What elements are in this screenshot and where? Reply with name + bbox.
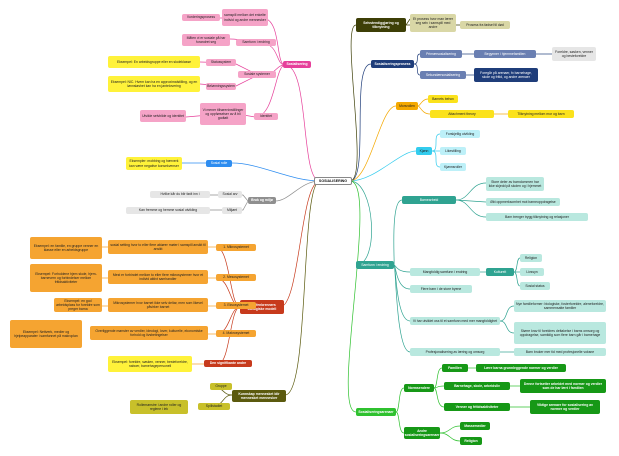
node-barnearbeid[interactable]: Barnearbeid	[402, 196, 456, 204]
node-spillstadiet-text[interactable]: Rollemønstre i andre roller og reglene i…	[130, 400, 188, 414]
node-forskjellig-utvikling[interactable]: Forskjellig utvikling	[440, 130, 480, 138]
node-sosialiseringsprosess[interactable]: Sosialiseringsprosess	[371, 60, 414, 68]
node-sosial-rolle[interactable]: Sosial rolle	[206, 160, 232, 167]
node-mangfoldighet[interactable]: Vi har utviklet oss til et samfunn med m…	[410, 317, 500, 325]
node-utvikle-selvbilde[interactable]: Utvikle selvbilde og identitet	[140, 110, 186, 122]
node-profesjonalisering-a[interactable]: Barn bruker mer tid med profesjonelle vo…	[514, 348, 606, 356]
node-venner[interactable]: Venner og fritidsaktiviteter	[444, 403, 510, 411]
node-miljoet[interactable]: Miljøet	[222, 207, 242, 214]
node-mikrosystemet[interactable]: 1. Mikrosystemet	[216, 244, 256, 251]
node-storre-krav[interactable]: Større krav til foreldres deltakelse i b…	[514, 322, 606, 344]
node-samspill[interactable]: samspill mellom det enkelte individ og a…	[222, 9, 268, 26]
node-signifikante-eksempel[interactable]: Eksempel: foreldre, søsken, venner, best…	[108, 356, 192, 372]
node-miljoet-text[interactable]: Kan fremme og hemme sosial utvikling	[126, 207, 210, 214]
node-barnearbeid-b[interactable]: Økt oppmerksomhet mot barneoppdragelse	[486, 198, 560, 206]
node-selvst-a[interactable]: Et prosess hvor man lærer seg selv i sam…	[410, 14, 456, 32]
node-eksosystemet-text[interactable]: Mikrosystemer hvor barnet ikke selv delt…	[108, 298, 208, 312]
node-status-eksempel[interactable]: Eksempel: En arbeidsgruppe eller en skol…	[108, 56, 200, 68]
node-vurderingsprosess[interactable]: Vurderingsprosess	[182, 14, 220, 21]
node-barnehage[interactable]: Barnehage, skole, arbeidsliv	[444, 382, 510, 390]
node-tilknytning[interactable]: Tilknytning mellom mor og barn	[508, 110, 574, 118]
node-mesosystemet-eksempel[interactable]: Eksempel: Forholdene hjem skole, hjem-ba…	[30, 264, 102, 292]
node-signifikante-andre[interactable]: Den signifikante andre	[204, 360, 252, 367]
node-sosial-arv-text[interactable]: Hvilke kår du blir født inn i	[150, 191, 210, 198]
node-eksosystemet[interactable]: 3. Eksosystemet	[216, 302, 256, 309]
node-bruk-og-miljo[interactable]: Bruk og miljø	[248, 197, 276, 204]
node-sekundaer-text[interactable]: Foregår på arenaer, fx barnehage, skole …	[474, 68, 538, 82]
node-mikrosystemet-text[interactable]: sosial setting hvor to eller flere aktør…	[108, 240, 208, 254]
node-sosial-status[interactable]: Sosial status	[520, 282, 550, 290]
node-livssyn[interactable]: Livssyn	[520, 268, 544, 276]
node-religion-arena[interactable]: Religion	[460, 437, 482, 445]
node-sosial-arv[interactable]: Sosial arv	[218, 191, 242, 198]
node-likestilling[interactable]: Likestilling	[440, 147, 466, 155]
node-kjonn[interactable]: Kjønn	[416, 147, 432, 155]
node-mesosystemet-text[interactable]: Mest er forbindet mellom to eller flere …	[108, 270, 208, 284]
root-topic[interactable]: SOSIALISERING	[314, 177, 352, 185]
node-normsendere[interactable]: Normsendere	[404, 384, 434, 392]
node-eksosystemet-eksempel[interactable]: Eksempel: en god arbeidsplass for foreld…	[54, 298, 102, 312]
node-tilhorighet[interactable]: Vi mener tilhøreninstillinger og oppførs…	[200, 103, 246, 125]
node-selvst-b[interactable]: Prosess fra fødsel til død	[460, 21, 510, 29]
node-samfunn-endring[interactable]: Samfunn i endring	[356, 261, 394, 269]
node-makrosystemet[interactable]: 4. Makrosystemet	[216, 330, 256, 337]
node-sosiale-systemer[interactable]: Sosiale systemer	[238, 71, 276, 78]
node-identitet[interactable]: Identitet	[254, 113, 278, 120]
node-familien[interactable]: Familien	[442, 364, 468, 372]
node-familieformer[interactable]: Nye familieformer: biologiske, fosterfor…	[514, 300, 606, 312]
node-mesosystemet[interactable]: 2. Mesosystemet	[216, 274, 256, 281]
node-sosialisering[interactable]: Sosialisering	[283, 61, 311, 68]
node-profesjonalisering[interactable]: Profesjonalisering av læring og omsorg	[410, 348, 500, 356]
node-samfunn-i-endring[interactable]: Samfunn i endring	[236, 39, 276, 46]
node-religion[interactable]: Religion	[520, 254, 542, 262]
node-morsrollen[interactable]: Morsrollen	[396, 102, 418, 110]
node-barnets-behov[interactable]: Barnets behov	[428, 95, 458, 103]
node-kjonnsroller[interactable]: Kjønnsroller	[440, 163, 466, 171]
node-mikrosystemet-eksempel[interactable]: Eksempel: en familie, en gruppe venner e…	[30, 237, 102, 259]
node-barnearbeid-c[interactable]: Barn trenger trygg tilknytning og relasj…	[486, 213, 588, 221]
node-familien-text[interactable]: Lære barna grunnleggende normer og verdi…	[476, 364, 566, 372]
node-belonningssystem[interactable]: Belønningssystem	[206, 83, 236, 90]
node-massemedier[interactable]: Massemedier	[460, 422, 490, 430]
node-kulturelt[interactable]: Kulturelt	[486, 268, 514, 276]
node-mangfoldig[interactable]: Mangfoldig samfunn i endring	[410, 268, 480, 276]
node-primaersosialisering[interactable]: Primærsosialisering	[420, 50, 462, 58]
node-gruppe[interactable]: Gruppe	[210, 383, 232, 390]
node-sekundaersosialisering[interactable]: Sekundærsosialisering	[420, 71, 466, 79]
node-primaer-text[interactable]: Begynner i hjemmefamilien	[474, 50, 536, 58]
node-maten-sosiale[interactable]: Måten vi er sosiale på har forandret seg	[182, 34, 230, 46]
node-sosial-rolle-eksempel[interactable]: Eksempler: mobbing og hærverk kan være n…	[126, 157, 182, 170]
node-sosialiseringsarenaer[interactable]: Sosialiseringsarenaer	[356, 408, 396, 416]
node-primaer-foreldre[interactable]: Foreldre, søsken, venner og besteforeldr…	[552, 47, 596, 61]
node-attachment-theory[interactable]: Attachment theory	[430, 110, 494, 118]
node-andre-arenaer[interactable]: Andre sosialiseringsarenaer	[404, 427, 440, 439]
node-belonning-eksempel[interactable]: Eksempel: NIC. Hvem kan ha en approximal…	[108, 76, 200, 92]
node-flere-barn[interactable]: Flere barn i de store byene	[410, 285, 472, 293]
node-mead[interactable]: Kunnskap mennesket blir mennesket mennes…	[232, 390, 286, 402]
node-barnehage-text[interactable]: Denne fortsetter arbeidet med normer og …	[520, 379, 606, 393]
node-makrosystemet-text[interactable]: Overliggende mønster av verdier, ideolog…	[90, 326, 208, 340]
node-makrosystemet-eksempel[interactable]: Eksempel: Nettverk, medier og hjelpeappa…	[10, 320, 82, 348]
node-spillstadiet[interactable]: Spillstadiet	[198, 403, 230, 410]
node-statussystem[interactable]: Statussystem	[206, 59, 236, 66]
node-selvstendiggjoring[interactable]: Selvstendiggjøring og tilknytning	[356, 18, 406, 32]
node-venner-text[interactable]: Viktige arenaer for sosialisering av nor…	[530, 400, 600, 414]
node-barnearbeid-a[interactable]: Store deler av barndommen har ikke skjed…	[486, 177, 544, 191]
